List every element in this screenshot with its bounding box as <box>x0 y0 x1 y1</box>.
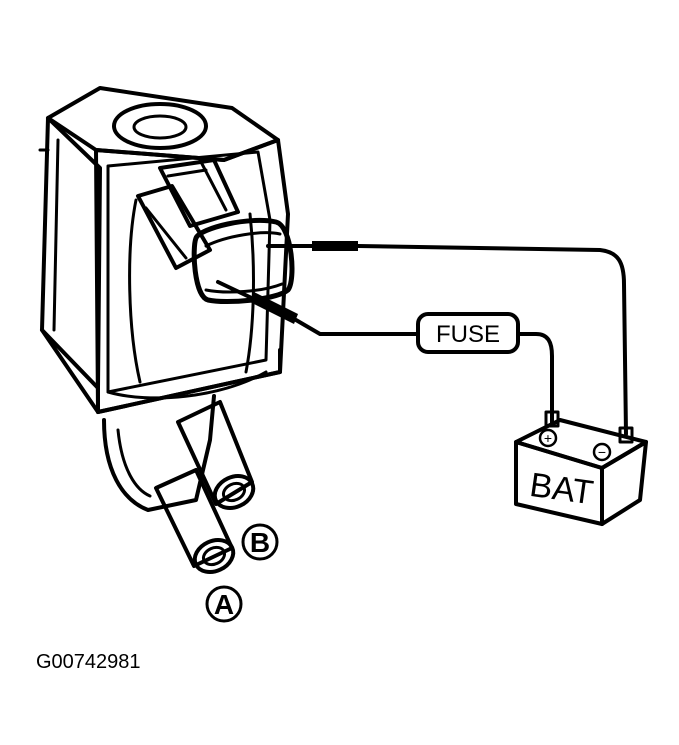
port-a-label-circle <box>205 585 243 623</box>
port-a-callout: A <box>205 585 243 623</box>
connector-inner-bottom <box>204 282 284 294</box>
coil-right-edge <box>244 212 255 374</box>
connector-rib-line-2 <box>198 158 228 212</box>
solenoid-valve <box>38 86 295 575</box>
connector-latch <box>136 184 212 270</box>
connector-latch-line <box>144 206 188 260</box>
port-b-callout: B <box>241 523 279 561</box>
battery: + − BAT <box>514 410 648 526</box>
solenoid-top-ring-inner <box>132 114 188 140</box>
figure-id: G00742981 <box>36 651 141 673</box>
connector-inner-top <box>204 231 282 248</box>
positive-terminal <box>544 410 560 428</box>
electrical-connector <box>191 217 295 304</box>
test-wiring: FUSE <box>216 241 628 436</box>
coil-left-edge <box>128 198 142 384</box>
upper-probe-clip <box>312 241 358 251</box>
port-b-bore <box>221 481 247 503</box>
solenoid-base-plate <box>96 348 282 414</box>
battery-side <box>600 440 648 526</box>
connector-rib-upper <box>158 158 240 228</box>
negative-terminal <box>618 426 634 444</box>
valve-lower-contour <box>116 428 152 498</box>
port-b-label-circle <box>241 523 279 561</box>
port-a-opening <box>192 537 236 575</box>
negative-marking: − <box>598 444 606 460</box>
solenoid-base-left <box>40 328 100 414</box>
lower-probe-tip <box>216 280 258 302</box>
port-a-label: A <box>214 589 234 620</box>
battery-label: BAT <box>527 466 595 512</box>
port-a-bore <box>201 545 227 567</box>
wire-fuse-to-battery-positive <box>516 332 554 426</box>
connector-rib-line-1 <box>166 168 208 178</box>
solenoid-top-ring <box>112 102 208 150</box>
negative-marking-circle <box>592 442 612 462</box>
wire-to-fuse <box>294 318 420 336</box>
wire-to-battery-negative <box>356 244 628 436</box>
solenoid-left-face <box>40 116 102 390</box>
port-b-label: B <box>250 527 270 558</box>
fuse-label: FUSE <box>436 321 500 348</box>
positive-marking: + <box>544 430 552 446</box>
lower-probe-clip <box>250 292 298 324</box>
positive-marking-circle <box>538 428 558 448</box>
solenoid-left-edge <box>52 138 60 332</box>
port-b-opening <box>212 473 256 511</box>
solenoid-front-face <box>94 138 290 414</box>
solenoid-front-inner <box>106 150 272 394</box>
